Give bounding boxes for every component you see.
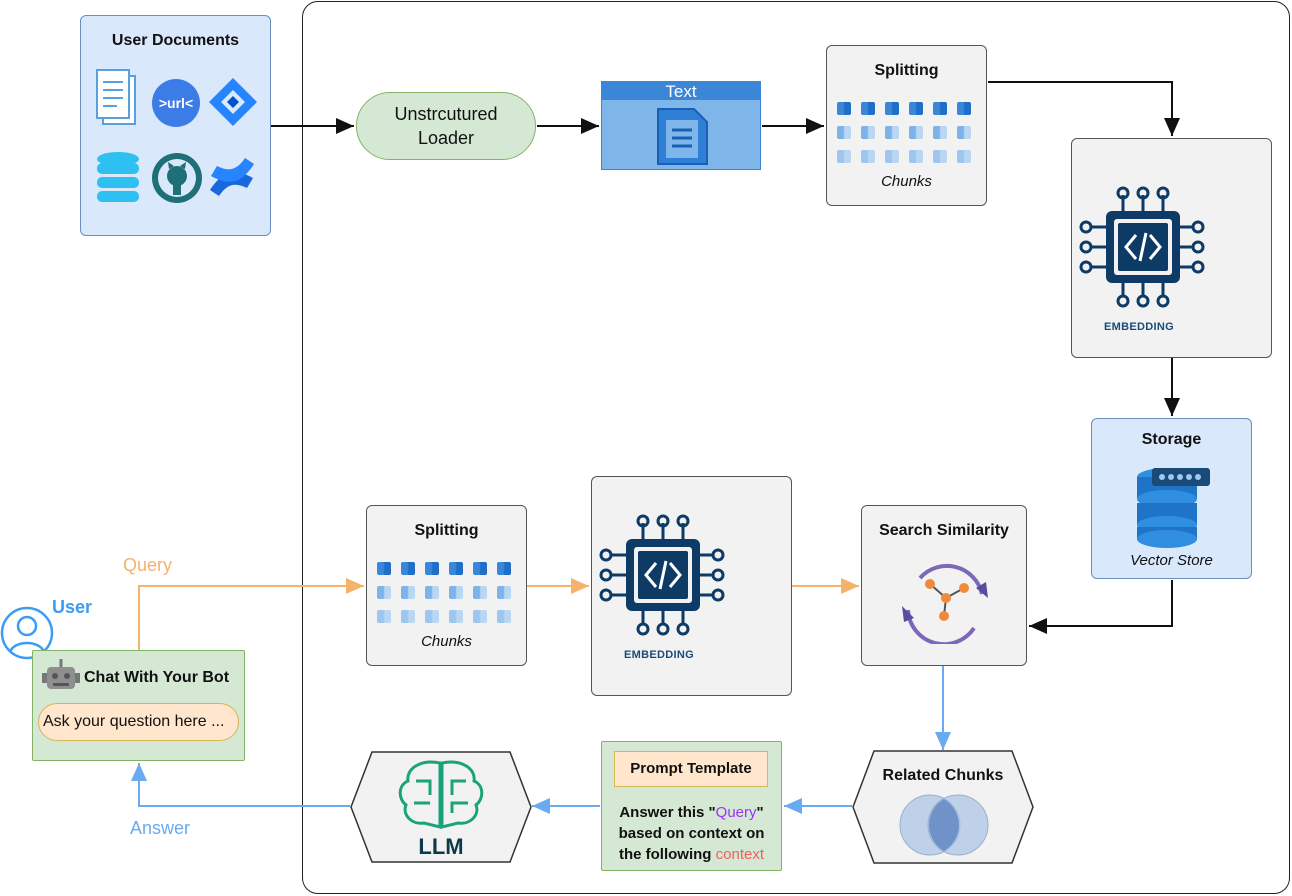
- text-node: Text: [601, 81, 761, 170]
- url-icon: >url<: [152, 79, 200, 127]
- prompt-line1-b: ": [756, 804, 764, 821]
- user-documents-box: User Documents >url<: [80, 15, 271, 236]
- chunk-block: [837, 126, 851, 139]
- splitting-top-title: Splitting: [874, 62, 939, 79]
- chunk-block: [425, 562, 439, 575]
- prompt-query-word: Query: [715, 804, 757, 821]
- storage-caption: Vector Store: [1130, 552, 1213, 569]
- confluence-icon: [210, 158, 254, 196]
- chunk-block: [957, 102, 971, 115]
- splitting-bottom-title: Splitting: [414, 522, 479, 539]
- edge-answer: [131, 763, 350, 807]
- chunk-block: [933, 102, 947, 115]
- chunk-block: [401, 586, 415, 599]
- prompt-line2: based on context on: [618, 825, 765, 842]
- answer-edge-label: Answer: [130, 818, 191, 838]
- embedding-chip-icon: [599, 514, 725, 636]
- database-icon: [97, 152, 139, 202]
- chunk-block: [449, 562, 463, 575]
- user-avatar-icon: [0, 606, 54, 660]
- chunk-block: [497, 586, 511, 599]
- embedding-bottom-label: EMBEDDING: [624, 649, 694, 661]
- prompt-context-word: context: [715, 846, 765, 863]
- vector-db-icon: [1137, 468, 1210, 548]
- chunks-grid-top: [837, 102, 977, 170]
- chunk-block: [957, 126, 971, 139]
- chunk-block: [497, 562, 511, 575]
- chunk-block: [957, 150, 971, 163]
- chunk-block: [909, 150, 923, 163]
- github-icon: [152, 153, 202, 203]
- chunk-block: [449, 610, 463, 623]
- edge-splitting-to-embedding: [988, 81, 1180, 136]
- splitting-top-caption: Chunks: [881, 173, 932, 190]
- chat-input[interactable]: Ask your question here ...: [38, 703, 239, 741]
- chunk-block: [473, 562, 487, 575]
- robot-icon: [42, 659, 80, 689]
- chunk-block: [885, 126, 899, 139]
- prompt-template-header: Prompt Template: [614, 751, 768, 787]
- user-label: User: [52, 597, 93, 617]
- related-chunks-hexagon: [852, 750, 1034, 864]
- embedding-bottom-box: EMBEDDING: [591, 476, 792, 696]
- loader-line1: Unstrcutured: [394, 104, 498, 124]
- chunk-block: [425, 610, 439, 623]
- llm-title: LLM: [418, 834, 464, 859]
- chunk-block: [837, 102, 851, 115]
- chunk-block: [401, 610, 415, 623]
- loader-line2: Loader: [417, 128, 475, 148]
- chunks-grid-bottom: [377, 562, 517, 630]
- chunk-block: [401, 562, 415, 575]
- embedding-top-label: EMBEDDING: [1104, 321, 1174, 333]
- chunk-block: [377, 586, 391, 599]
- user-documents-title: User Documents: [111, 32, 240, 49]
- chunk-block: [909, 126, 923, 139]
- chunk-block: [425, 586, 439, 599]
- unstructured-loader-node: Unstrcutured Loader: [356, 92, 536, 160]
- chunk-block: [885, 150, 899, 163]
- chunk-block: [377, 562, 391, 575]
- chunk-block: [473, 586, 487, 599]
- splitting-bottom-caption: Chunks: [421, 633, 472, 650]
- related-chunks-title: Related Chunks: [882, 767, 1004, 784]
- chunk-block: [933, 126, 947, 139]
- edge-storage-to-search: [1029, 580, 1173, 634]
- query-edge-label: Query: [123, 555, 173, 575]
- chunk-block: [837, 150, 851, 163]
- document-icon: [657, 108, 708, 165]
- chunk-block: [449, 586, 463, 599]
- similarity-cycle-icon: [902, 563, 988, 644]
- storage-title: Storage: [1141, 431, 1202, 448]
- brain-circuit-icon: [398, 760, 484, 829]
- llm-hexagon: [350, 751, 532, 863]
- prompt-line1-a: Answer this ": [619, 804, 716, 821]
- text-node-title: Text: [602, 82, 760, 101]
- chunk-block: [861, 150, 875, 163]
- prompt-line3-a: the following: [618, 846, 716, 863]
- chunk-block: [497, 610, 511, 623]
- edge-query: [138, 578, 364, 650]
- chunk-block: [885, 102, 899, 115]
- chunk-block: [909, 102, 923, 115]
- jira-icon: [209, 78, 257, 126]
- search-similarity-box: Search Similarity: [861, 505, 1027, 666]
- prompt-template-body: Answer this "Query" based on context on …: [601, 802, 782, 865]
- chunk-block: [473, 610, 487, 623]
- embedding-chip-icon: [1079, 186, 1205, 308]
- chunk-block: [861, 126, 875, 139]
- splitting-top-box: Splitting Chunks: [826, 45, 987, 206]
- chunk-block: [377, 610, 391, 623]
- storage-box: Storage Vector Store: [1091, 418, 1252, 579]
- search-similarity-title: Search Similarity: [879, 522, 1009, 539]
- splitting-bottom-box: Splitting Chunks: [366, 505, 527, 666]
- chunk-block: [933, 150, 947, 163]
- chat-title: Chat With Your Bot: [84, 669, 230, 686]
- pipeline-frame: [302, 1, 1290, 894]
- embedding-top-box: EMBEDDING: [1071, 138, 1272, 358]
- document-stack-icon: [96, 69, 136, 125]
- chunk-block: [861, 102, 875, 115]
